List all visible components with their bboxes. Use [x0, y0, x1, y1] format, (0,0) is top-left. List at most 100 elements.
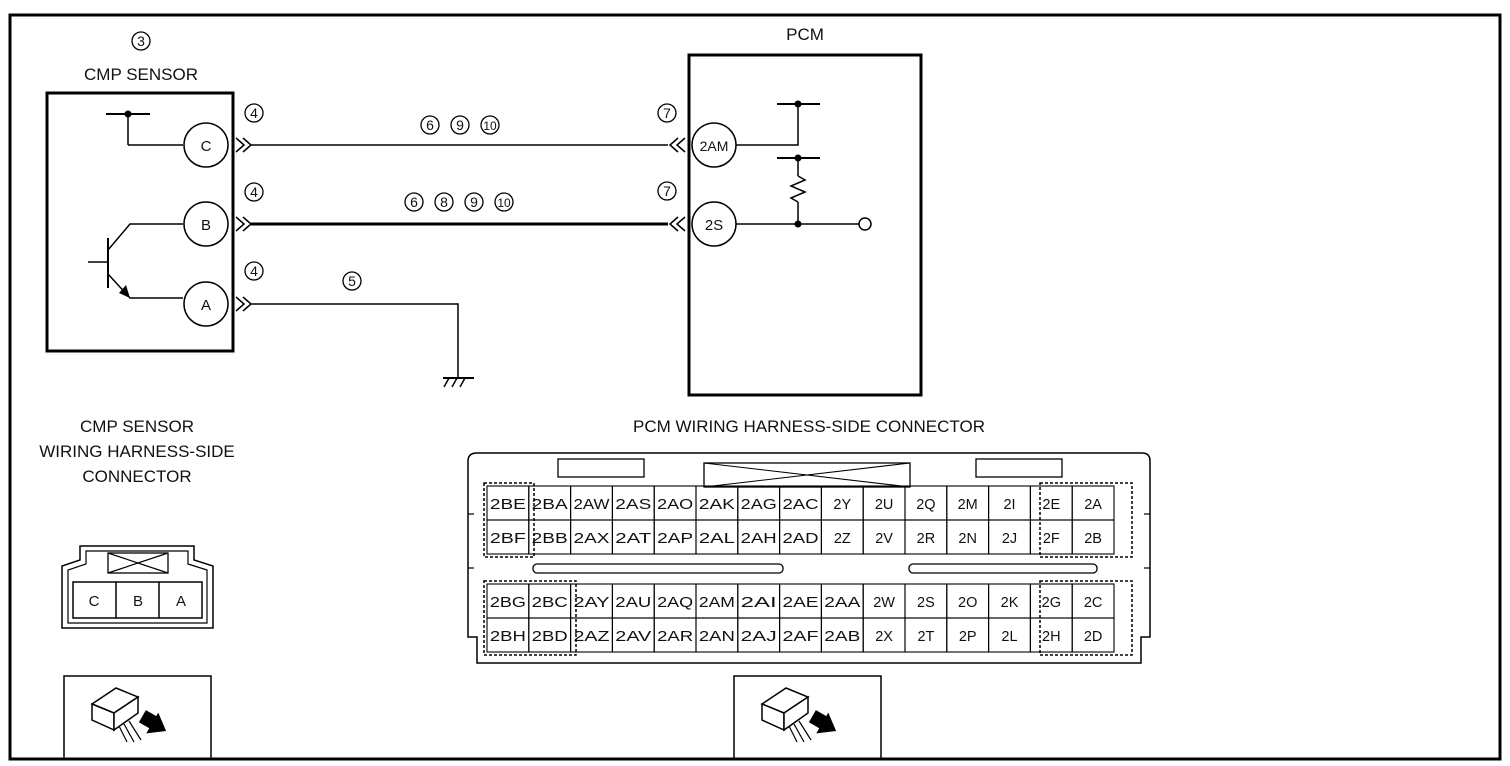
sensor-connector-pin-c: C — [89, 593, 100, 610]
pcm-cavity-label-bottom: 2AR — [657, 629, 693, 645]
pcm-cavity-label-bottom: 2BH — [490, 629, 526, 645]
pcm-cavity-label-top: 2AT — [615, 531, 651, 547]
pcm-cavity-label-top: 2BB — [532, 531, 568, 547]
pcm-cavity-label-bottom: 2C — [1084, 595, 1103, 611]
wire-b-callout-3: 9 — [470, 194, 478, 210]
sensor-pin-b-circle — [183, 201, 229, 247]
pcm-cavity-label-top: 2AC — [783, 497, 819, 513]
resistor-icon — [789, 175, 807, 203]
sensor-body — [45, 91, 235, 353]
pcm-input-terminal — [858, 217, 872, 231]
pcm-cavity-label-bottom: 2AF — [783, 629, 819, 645]
pcm-cavity-label-top: 2B — [1084, 531, 1102, 547]
sensor-title: CMP SENSOR — [84, 65, 198, 84]
sensor-callout-circle — [131, 31, 151, 51]
cmp-sensor: 3 CMP SENSOR C B A 4 4 4 — [45, 31, 264, 353]
pcm-cavity-label-top: 2AX — [574, 531, 610, 547]
wire-a-callout: 5 — [348, 273, 356, 289]
pcm-cavity-label-top: 2M — [958, 497, 978, 513]
sensor-connector-callout-b: 4 — [250, 184, 258, 200]
sensor-connector-callout-a: 4 — [250, 263, 258, 279]
pcm-cavity-label-bottom: 2O — [958, 595, 977, 611]
pcm-cavity-label-top: 2I — [1003, 497, 1015, 513]
wire-b-callout-2: 8 — [440, 194, 448, 210]
pcm-cavity — [1071, 617, 1115, 653]
sensor-connector-pin-b: B — [133, 593, 143, 610]
pcm-cavity-label-bottom: 2AM — [699, 595, 735, 611]
pcm-cavity-label-bottom: 2BC — [532, 595, 568, 611]
pcm-connector-title: PCM WIRING HARNESS-SIDE CONNECTOR — [633, 417, 985, 436]
sensor-connector-title-line1: CMP SENSOR — [80, 417, 194, 436]
pcm-cavity-label-bottom: 2AV — [615, 629, 651, 645]
pcm-connector-callout-2am: 7 — [663, 105, 671, 121]
pcm-cavity-label-bottom: 2AJ — [741, 629, 777, 645]
pcm-cavity-label-top: 2Y — [833, 497, 851, 513]
sensor-pin-a: A — [201, 297, 211, 314]
sensor-connector-callout-c: 4 — [250, 105, 258, 121]
pcm-cavity-label-top: 2AP — [657, 531, 693, 547]
wire-c-callout-3: 10 — [483, 119, 497, 133]
pcm-cavity-label-top: 2U — [875, 497, 894, 513]
wires: 6 9 10 6 8 9 10 5 — [251, 115, 668, 388]
sensor-callout: 3 — [137, 33, 145, 49]
pcm-cavity-label-bottom: 2H — [1042, 629, 1061, 645]
wire-b-callout-4: 10 — [497, 196, 511, 210]
pcm-connector-callout-2s: 7 — [663, 183, 671, 199]
pcm-cavity-label-bottom: 2D — [1084, 629, 1103, 645]
pcm-pin-2am: 2AM — [700, 138, 729, 154]
pcm-cavity-label-top: 2AW — [574, 497, 610, 513]
pcm-cavity-label-top: 2AH — [741, 531, 777, 547]
pcm-cavity-label-bottom: 2AA — [824, 595, 860, 611]
sensor-connector-title-line3: CONNECTOR — [82, 467, 191, 486]
pcm-cavity-label-top: 2AO — [657, 497, 693, 513]
pcm-title: PCM — [786, 25, 824, 44]
pcm-cavity-label-top: 2BE — [490, 497, 526, 513]
pcm-connector-view-icon — [733, 675, 882, 760]
pcm: PCM 7 7 2AM 2S — [657, 25, 923, 397]
sensor-pin-a-circle — [183, 281, 229, 327]
pcm-cavity-label-top: 2J — [1002, 531, 1017, 547]
pcm-cavity-label-top: 2BF — [490, 531, 526, 547]
pcm-cavity-label-top: 2R — [917, 531, 936, 547]
pcm-cavity-label-top: 2Q — [916, 497, 935, 513]
pcm-cavity-label-bottom: 2AE — [783, 595, 819, 611]
sensor-connector-title-line2: WIRING HARNESS-SIDE — [39, 442, 235, 461]
pcm-cavity-label-top: 2Z — [834, 531, 851, 547]
pcm-cavity-label-bottom: 2K — [1001, 595, 1019, 611]
pcm-cavity-label-bottom: 2W — [873, 595, 895, 611]
pcm-body — [687, 53, 923, 397]
wire-c-callout-1: 6 — [426, 117, 434, 133]
pcm-cavity-label-bottom: 2T — [917, 629, 934, 645]
sensor-pin-c-circle — [183, 122, 229, 168]
pcm-cavity-label-bottom: 2AN — [699, 629, 735, 645]
pcm-cavity-label-bottom: 2AI — [741, 595, 777, 611]
pcm-cavity-label-bottom: 2BD — [532, 629, 568, 645]
pcm-cavity — [1071, 519, 1115, 555]
pcm-cavity-label-top: 2AD — [783, 531, 819, 547]
pcm-cavity-label-top: 2AK — [699, 497, 735, 513]
pcm-cavity-label-bottom: 2AU — [615, 595, 651, 611]
pcm-cavity-label-top: 2F — [1043, 531, 1060, 547]
pcm-cavity-label-top: 2E — [1042, 497, 1060, 513]
pcm-connector-view: PCM WIRING HARNESS-SIDE CONNECTOR 2BE 2BA… — [467, 417, 1151, 664]
pcm-cavity-label-top: 2N — [958, 531, 977, 547]
junction-dot — [124, 110, 132, 118]
pcm-pin-2s: 2S — [705, 217, 723, 234]
pcm-cavity-label-bottom: 2L — [1001, 629, 1017, 645]
pcm-cavity-label-bottom: 2P — [959, 629, 977, 645]
sensor-pin-b: B — [201, 217, 211, 234]
sensor-pin-c: C — [201, 138, 212, 155]
sensor-connector-view-icon — [63, 675, 212, 760]
pcm-cavity-label-top: 2AS — [615, 497, 651, 513]
pcm-cavity-label-top: 2AL — [699, 531, 735, 547]
pcm-cavity-label-bottom: 2AB — [824, 629, 860, 645]
pcm-cavity-label-bottom: 2AQ — [657, 595, 693, 611]
pcm-cavity-label-bottom: 2G — [1042, 595, 1061, 611]
pcm-cavity-label-bottom: 2BG — [490, 595, 526, 611]
ground-icon — [443, 377, 474, 388]
pcm-cavity-label-top: 2BA — [532, 497, 568, 513]
pcm-cavity-label-top: 2A — [1084, 497, 1102, 513]
pcm-cavity-label-bottom: 2AZ — [574, 629, 610, 645]
